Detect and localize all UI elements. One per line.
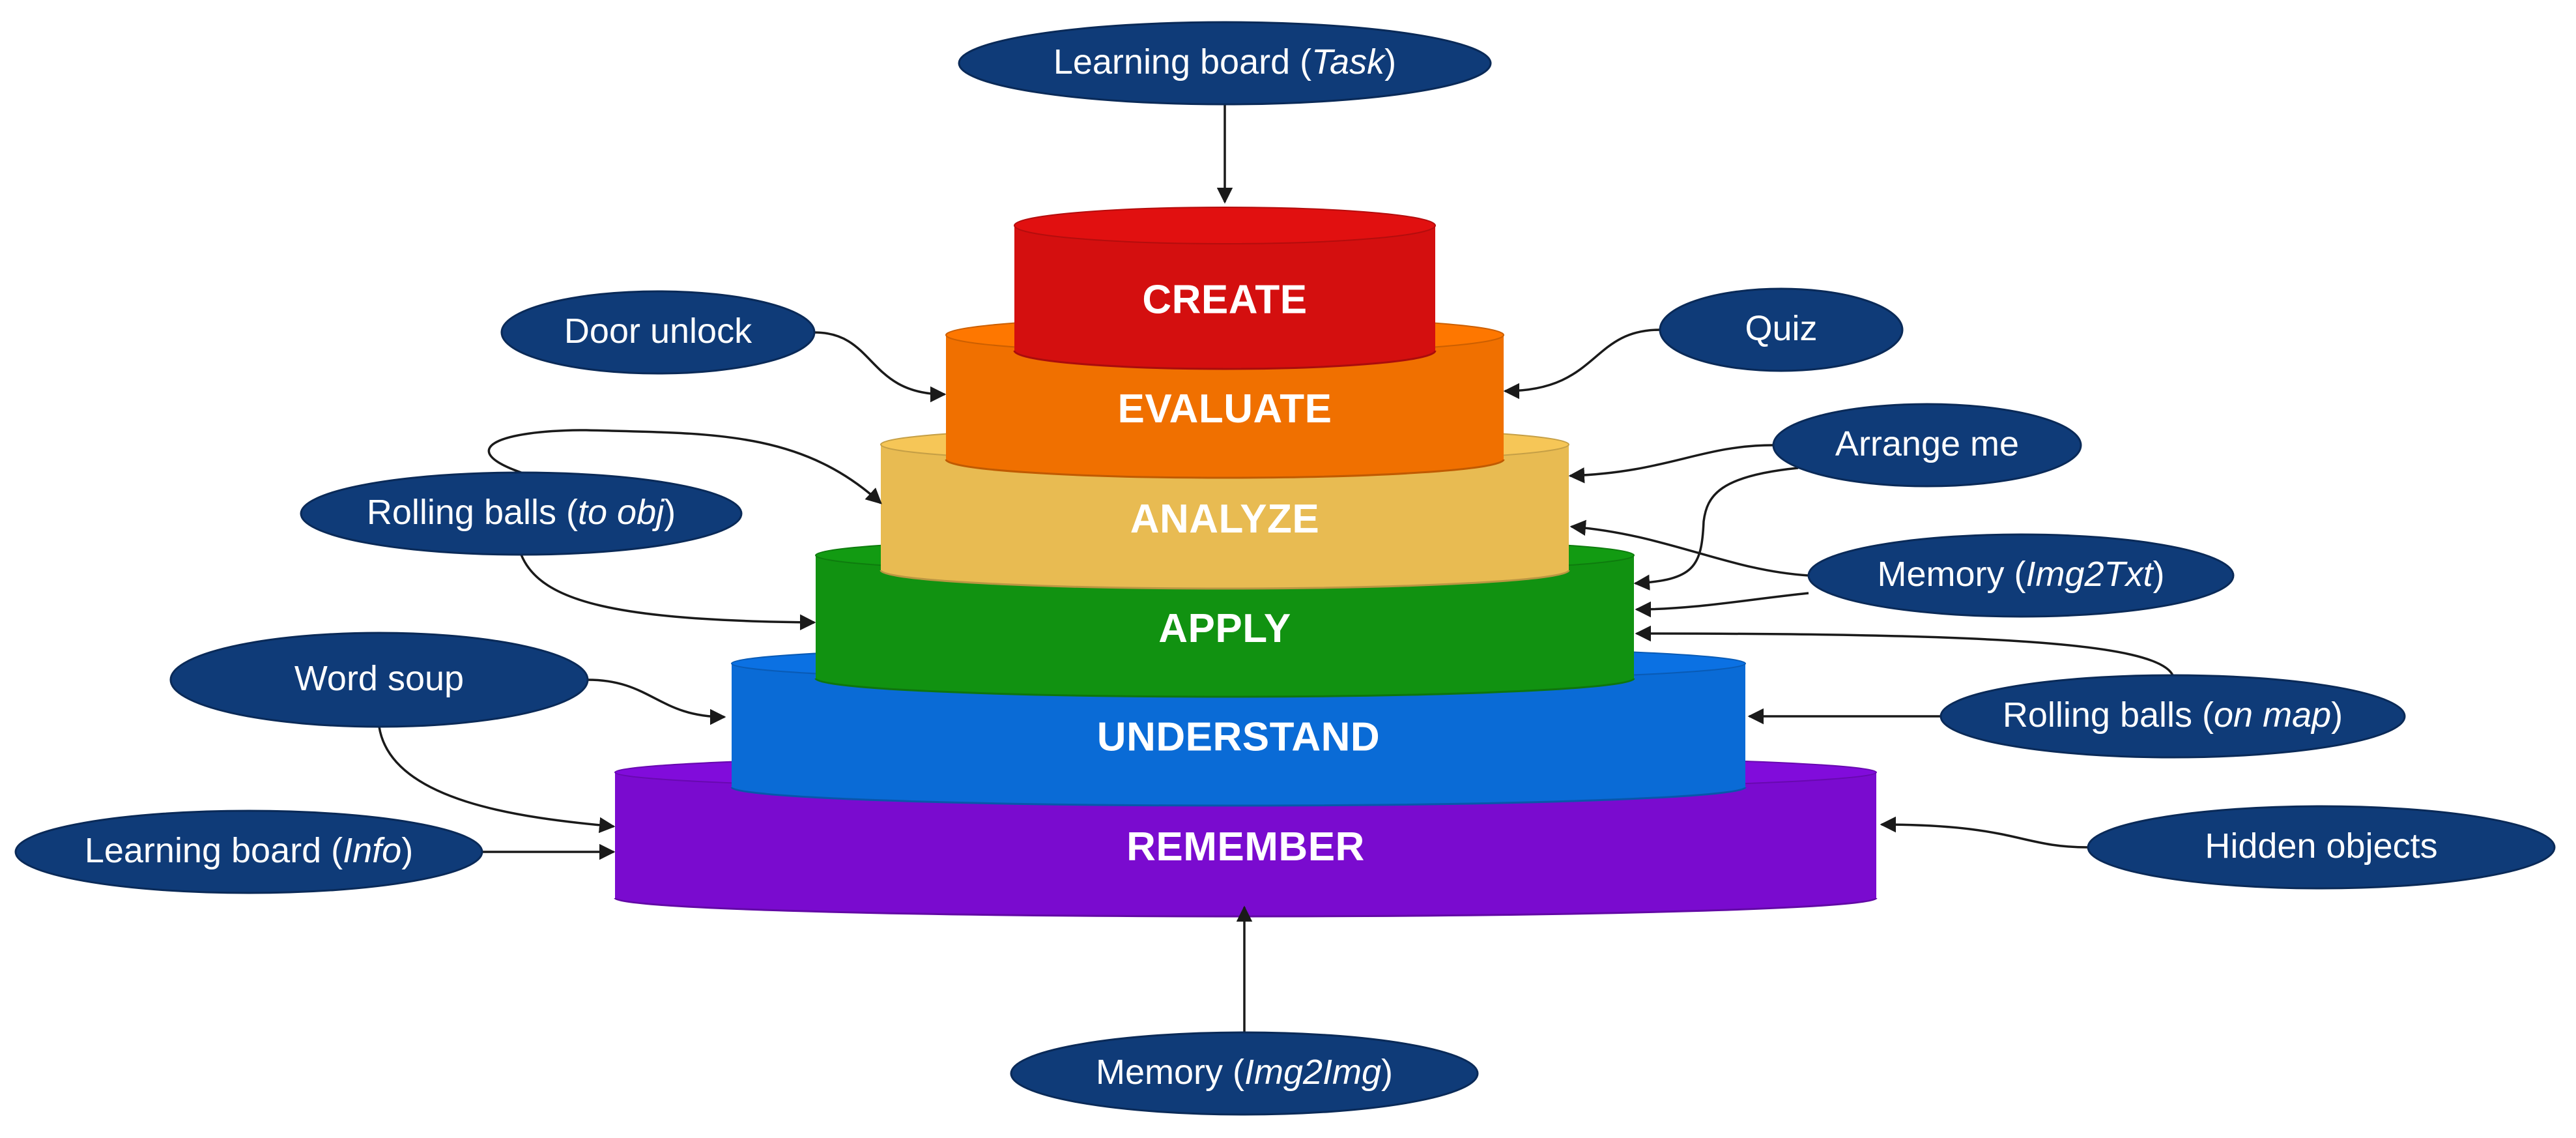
tier-evaluate-rim <box>945 459 1505 479</box>
conn-arrange-apply <box>1633 467 1799 591</box>
activity-learning-board-task: Learning board (Task) <box>958 21 1492 106</box>
activity-label-text: Door unlock <box>564 312 752 351</box>
activity-label-emphasis: Info <box>343 831 401 870</box>
activity-label-emphasis: on map <box>2214 695 2331 735</box>
activity-learning-board-task-label: Learning board (Task) <box>1053 42 1396 81</box>
tier-apply-label: APPLY <box>1158 606 1291 651</box>
activity-rolling-balls-to-obj: Rolling balls (to obj) <box>300 471 743 556</box>
tier-create-rim <box>1013 350 1437 370</box>
tier-analyze-rim <box>880 570 1570 590</box>
activity-rolling-balls-to-obj-shape <box>300 471 743 556</box>
activity-label-text: Memory ( <box>1877 555 2025 594</box>
activity-word-soup-label: Word soup <box>294 659 464 698</box>
activity-learning-board-info: Learning board (Info) <box>14 810 483 894</box>
activity-rolling-balls-to-obj-label: Rolling balls (to obj) <box>367 493 676 532</box>
tier-create-label: CREATE <box>1142 277 1307 322</box>
activity-arrange-me-shape <box>1772 403 2082 488</box>
activity-arrange-me: Arrange me <box>1772 403 2082 488</box>
activity-quiz-label: Quiz <box>1745 309 1817 348</box>
activity-label-emphasis: Task <box>1311 42 1386 81</box>
activity-door-unlock-label: Door unlock <box>564 312 752 351</box>
activity-hidden-objects-label: Hidden objects <box>2205 826 2437 866</box>
activity-memory-img2img-shape <box>1010 1031 1479 1116</box>
activity-label-suffix: ) <box>401 831 413 870</box>
conn-rb-obj-apply <box>520 554 816 631</box>
activity-label-text: Learning board ( <box>85 831 343 870</box>
tier-apply-rim <box>814 678 1635 698</box>
conn-quiz-evaluate <box>1503 328 1661 400</box>
conn-word-remember <box>378 726 616 834</box>
activity-word-soup-shape <box>169 632 589 728</box>
tier-understand-body <box>732 664 1745 806</box>
activity-memory-img2img-label: Memory (Img2Img) <box>1096 1053 1393 1092</box>
tier-understand-label: UNDERSTAND <box>1097 714 1380 759</box>
conn-hidden-remember <box>1880 816 2089 849</box>
activity-label-text: Word soup <box>294 659 464 698</box>
activity-label-text: Rolling balls ( <box>2003 695 2214 735</box>
activity-label-text: Arrange me <box>1835 424 2019 463</box>
activity-arrange-me-label: Arrange me <box>1835 424 2019 463</box>
activity-rolling-balls-on-map: Rolling balls (on map) <box>1939 674 2406 759</box>
activity-label-text: Learning board ( <box>1053 42 1311 81</box>
conn-rb-obj-analyze <box>487 429 882 504</box>
tier-analyze-body <box>881 445 1569 589</box>
activity-label-text: Rolling balls ( <box>367 493 578 532</box>
activity-rolling-balls-on-map-label: Rolling balls (on map) <box>2003 695 2343 735</box>
tier-create-top <box>1014 207 1436 244</box>
tier-analyze-label: ANALYZE <box>1130 497 1320 542</box>
conn-img2txt-apply <box>1635 592 1809 618</box>
activity-quiz: Quiz <box>1659 287 1904 372</box>
activity-memory-img2txt-shape <box>1807 533 2235 618</box>
activity-learning-board-info-label: Learning board (Info) <box>85 831 413 870</box>
conn-word-understand <box>587 678 726 725</box>
conn-door-evaluate <box>814 331 947 403</box>
activity-word-soup: Word soup <box>169 632 589 728</box>
tier-evaluate-body <box>946 335 1504 478</box>
conn-img2txt-analyze <box>1569 519 1809 577</box>
conn-arrange-analyze <box>1568 444 1774 484</box>
activity-label-suffix: ) <box>664 493 676 532</box>
activity-label-text: Quiz <box>1745 309 1817 348</box>
activity-memory-img2img: Memory (Img2Img) <box>1010 1031 1479 1116</box>
activity-label-suffix: ) <box>2153 555 2165 594</box>
activity-learning-board-task-shape <box>958 21 1492 106</box>
tier-apply-body <box>816 555 1634 697</box>
activity-door-unlock: Door unlock <box>500 290 816 375</box>
activity-hidden-objects: Hidden objects <box>2087 805 2556 890</box>
connectors <box>378 104 2174 1032</box>
activity-rolling-balls-on-map-shape <box>1939 674 2406 759</box>
tier-remember-body <box>615 772 1876 916</box>
activity-label-emphasis: to obj <box>578 493 665 532</box>
tier-create: CREATE <box>1013 207 1437 370</box>
activity-label-suffix: ) <box>2331 695 2343 735</box>
tier-create-body <box>1014 226 1435 369</box>
activity-hidden-objects-shape <box>2087 805 2556 890</box>
tier-remember-label: REMEMBER <box>1126 824 1365 869</box>
tier-understand-rim <box>730 787 1747 807</box>
activity-label-suffix: ) <box>1384 42 1396 81</box>
activity-label-text: Memory ( <box>1096 1053 1244 1092</box>
activity-memory-img2txt: Memory (Img2Txt) <box>1807 533 2235 618</box>
tier-evaluate-label: EVALUATE <box>1118 387 1332 431</box>
activity-memory-img2txt-label: Memory (Img2Txt) <box>1877 555 2164 594</box>
activity-learning-board-info-shape <box>14 810 483 894</box>
activity-door-unlock-shape <box>500 290 816 375</box>
activity-label-suffix: ) <box>1381 1053 1393 1092</box>
pyramid: REMEMBER UNDERSTAND APPLY ANALYZE EVALUATE CR… <box>614 207 1878 918</box>
activity-quiz-shape <box>1659 287 1904 372</box>
activity-label-emphasis: Img2Txt <box>2025 555 2154 594</box>
conn-rbmap-apply <box>1635 625 2174 676</box>
activity-label-text: Hidden objects <box>2205 826 2437 866</box>
activity-label-emphasis: Img2Img <box>1244 1053 1381 1092</box>
